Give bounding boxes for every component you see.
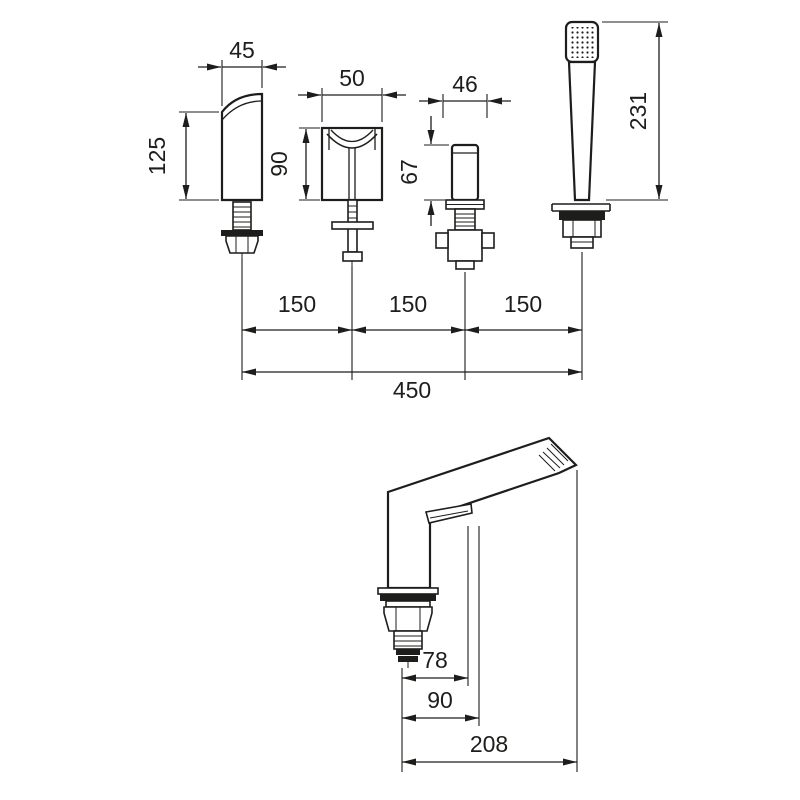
dim-shower-height: 231: [602, 21, 668, 201]
dim-side-handle-reach: 78: [401, 526, 469, 772]
dim-spacing-chain: 150 150 150: [241, 252, 583, 380]
dim-231-extension-lines: [602, 21, 668, 201]
dim-label-spout-reach: 208: [470, 731, 508, 757]
side-aerator-hatch: [538, 443, 569, 472]
side-deck-band: [380, 594, 436, 601]
spout-shank-threads: [233, 206, 251, 228]
handle-bracket: [331, 221, 374, 230]
dim-diverter-height: 67: [396, 116, 449, 226]
dim-spout-height: 125: [144, 111, 219, 201]
handle-stud-threads: [348, 205, 357, 219]
diverter-stub: [455, 260, 475, 270]
spout-washer: [221, 230, 263, 236]
dim-label-handle-width: 50: [339, 65, 365, 91]
diverter-shank: [454, 208, 476, 231]
side-deck-flange: [377, 587, 439, 595]
dim-total-width: 450: [242, 368, 582, 403]
side-mounting-nut-facets: [395, 607, 421, 631]
side-lever-handle: [424, 503, 473, 524]
dim-handle-height: 90: [266, 127, 320, 201]
spout-front-view: [220, 92, 264, 258]
side-hose-ring-2: [398, 656, 418, 662]
side-lever-line: [429, 510, 469, 519]
dim-67-extension-lines: [424, 144, 449, 201]
side-spout-outline: [386, 436, 578, 590]
dim-handle-width: 50: [298, 65, 406, 122]
diverter-shank-threads: [455, 213, 475, 227]
spout-nut: [225, 235, 259, 254]
shower-handle: [567, 60, 597, 202]
dim-label-diverter-width: 46: [452, 71, 478, 97]
dim-diverter-width: 46: [419, 71, 511, 118]
handle-inner-walls: [328, 128, 376, 150]
dim-label-handle-height: 90: [266, 151, 292, 177]
dim-label-spout-width: 45: [229, 37, 255, 63]
dim-label-spout-height: 125: [144, 137, 170, 175]
hand-shower-front-view: [551, 20, 611, 249]
dim-label-total-width: 450: [393, 377, 431, 403]
shower-spray-face: [570, 27, 594, 58]
shower-holder-band: [559, 211, 605, 220]
diverter-wing-right: [481, 232, 495, 249]
spout-shank: [232, 201, 252, 231]
side-gasket: [385, 600, 431, 608]
dim-90-extension-lines: [299, 127, 320, 201]
dim-125-extension-lines: [179, 111, 219, 201]
side-mounting-nut: [383, 606, 433, 632]
handle-bowl-inner: [330, 129, 374, 143]
dim-label-body-reach: 90: [427, 687, 453, 713]
center-extension-lines: [241, 252, 583, 380]
dim-50-extension-lines: [321, 88, 383, 122]
spout-lip-line: [221, 100, 263, 121]
side-stub-threads: [394, 635, 422, 647]
dim-side-spout-reach: 208: [402, 470, 578, 772]
spout-side-view: [377, 436, 578, 668]
handle-front-view: [320, 126, 384, 266]
spout-body: [220, 92, 264, 202]
spout-nut-facets: [235, 236, 249, 258]
dim-label-spacing-1: 150: [278, 291, 316, 317]
handle-foot: [342, 251, 363, 262]
dim-label-shower-height: 231: [625, 92, 651, 130]
dim-label-spacing-2: 150: [389, 291, 427, 317]
diverter-body: [447, 229, 483, 262]
dim-label-diverter-height: 67: [396, 159, 422, 185]
dim-46-extension-lines: [442, 94, 488, 118]
dim-label-spacing-3: 150: [504, 291, 542, 317]
handle-bowl-outer: [326, 133, 378, 149]
dim-label-handle-reach: 78: [422, 647, 448, 673]
shower-holder-plate: [551, 203, 611, 212]
shower-holder-nut-facets: [572, 220, 596, 237]
dim-side-body-reach: 90: [402, 526, 480, 726]
handle-stem: [348, 148, 356, 200]
side-hose-ring-1: [396, 649, 420, 655]
diverter-front-view: [435, 143, 495, 270]
diverter-wing-left: [435, 232, 449, 249]
dim-spout-width: 45: [198, 37, 286, 106]
dim-45-extension-lines: [221, 60, 263, 106]
